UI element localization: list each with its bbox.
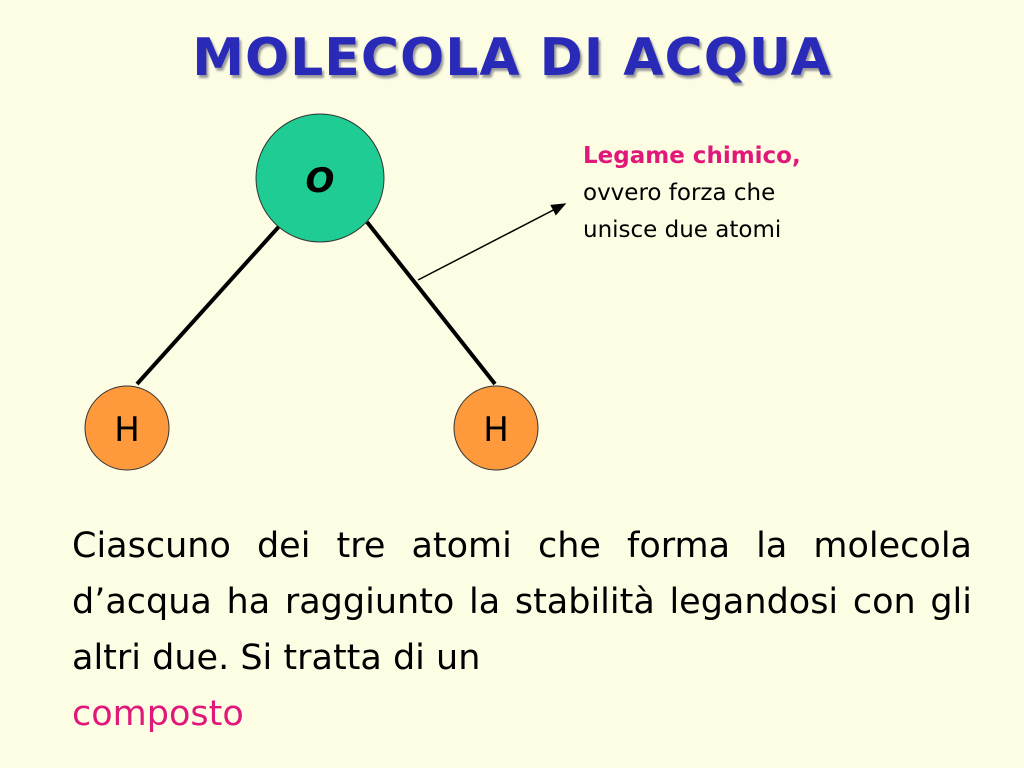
body-highlight: composto [72,694,244,734]
annotation-arrow [417,203,567,281]
slide-title: MOLECOLA DI ACQUA [192,28,832,88]
annotation-line-2: unisce due atomi [583,217,782,243]
hydrogen-atom-right: H [453,385,539,471]
annotation-title: Legame chimico, [583,143,801,169]
hydrogen-left-label: H [114,410,140,450]
oxygen-label: O [306,161,335,201]
oxygen-atom: O [255,113,385,243]
body-text: Ciascuno dei tre atomi che forma la mole… [72,526,972,678]
bond-right [365,220,497,386]
annotation-line-1: ovvero forza che [583,180,776,206]
bond-left [135,220,285,386]
hydrogen-right-label: H [483,410,509,450]
bond-annotation: Legame chimico, ovvero forza che unisce … [583,138,883,249]
hydrogen-atom-left: H [84,385,170,471]
body-paragraph: Ciascuno dei tre atomi che forma la mole… [72,518,972,742]
